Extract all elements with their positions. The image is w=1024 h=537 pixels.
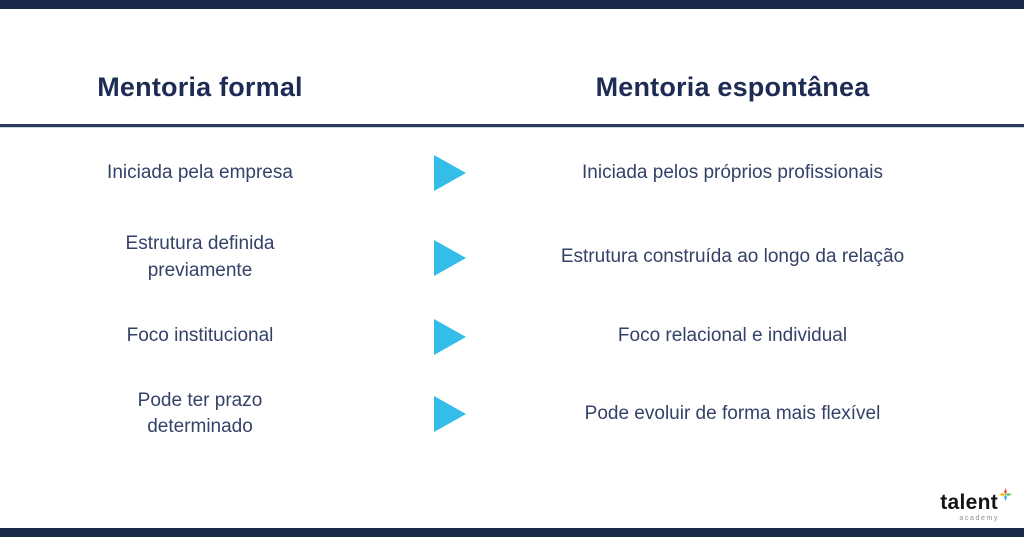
formal-item: Pode ter prazo determinado <box>137 389 263 437</box>
logo-brand-text: talent <box>940 491 998 514</box>
logo-sub-text: academy <box>959 515 999 522</box>
arrow-cell <box>400 375 500 453</box>
comparison-table: Mentoria formal Mentoria espontânea Inic… <box>0 0 1024 453</box>
spontaneous-item: Iniciada pelos próprios profissionais <box>582 161 883 183</box>
top-accent-bar <box>0 0 1024 9</box>
arrow-cell <box>400 298 500 375</box>
bottom-accent-bar <box>0 528 1024 537</box>
table-row: Iniciada pela empresa Iniciada pelos pró… <box>0 129 1024 217</box>
row-spacer <box>965 375 1024 453</box>
left-column-header: Mentoria formal <box>97 72 303 102</box>
formal-item: Iniciada pela empresa <box>107 161 293 183</box>
talent-academy-logo: talent academy <box>940 488 1012 522</box>
row-spacer <box>965 217 1024 298</box>
spontaneous-item: Estrutura construída ao longo da relação <box>560 246 905 268</box>
row-spacer <box>965 129 1024 217</box>
spontaneous-item: Pode evoluir de forma mais flexível <box>584 402 881 424</box>
table-row: Estrutura definida previamente Estrutura… <box>0 217 1024 298</box>
arrow-right-icon <box>434 318 466 355</box>
table-row: Pode ter prazo determinado Pode evoluir … <box>0 375 1024 453</box>
formal-item: Estrutura definida previamente <box>125 233 275 281</box>
logo-brand-row: talent <box>940 488 1012 514</box>
formal-item: Foco institucional <box>126 325 274 347</box>
right-column-header: Mentoria espontânea <box>595 72 870 102</box>
arrow-cell <box>400 129 500 217</box>
row-spacer <box>965 298 1024 375</box>
table-row: Foco institucional Foco relacional e ind… <box>0 298 1024 375</box>
sparkle-icon <box>999 488 1012 501</box>
arrow-right-icon <box>434 239 466 276</box>
spontaneous-item: Foco relacional e individual <box>617 325 848 347</box>
arrow-right-icon <box>434 396 466 432</box>
comparison-rows: Iniciada pela empresa Iniciada pelos pró… <box>0 129 1024 453</box>
arrow-cell <box>400 217 500 298</box>
header-row: Mentoria formal Mentoria espontânea <box>0 0 1024 127</box>
arrow-right-icon <box>434 155 466 191</box>
